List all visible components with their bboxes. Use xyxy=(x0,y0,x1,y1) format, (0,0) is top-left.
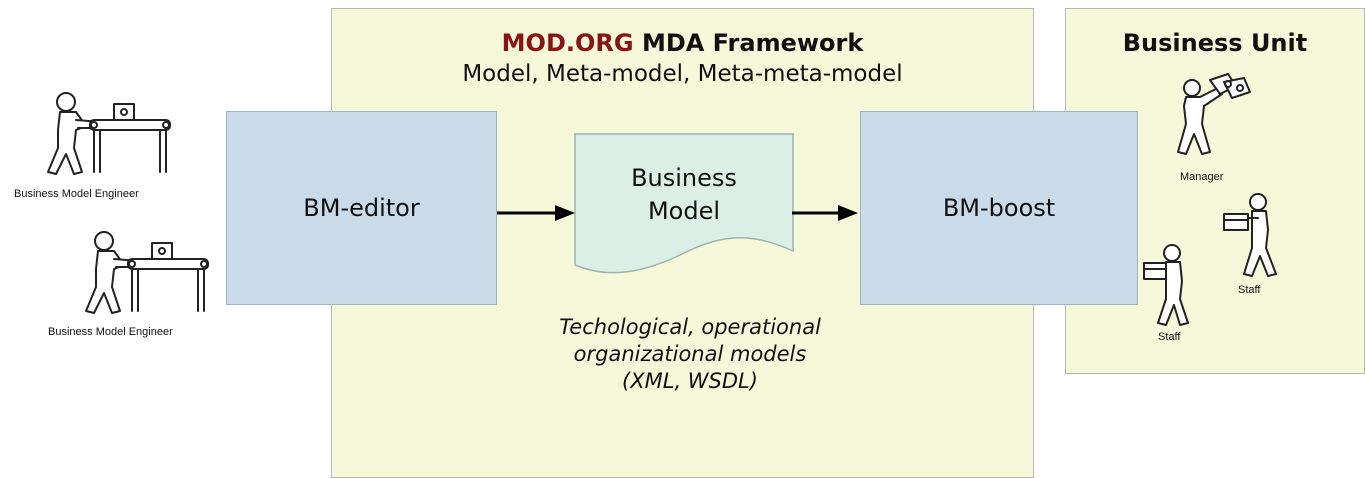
models-caption: Techological, operational organizational… xyxy=(500,314,880,395)
framework-subtitle: Model, Meta-model, Meta-meta-model xyxy=(462,61,903,87)
business-model-document xyxy=(574,133,794,274)
arrow-model-to-boost xyxy=(792,205,858,221)
manager-label: Manager xyxy=(1180,171,1224,183)
business-model-label-line1: Business xyxy=(631,164,737,192)
framework-title-org: MOD.ORG xyxy=(501,29,634,57)
engineer-icon xyxy=(85,231,209,314)
bm-editor-label: BM-editor xyxy=(303,194,420,222)
framework-title-text: MDA Framework xyxy=(641,29,864,57)
bm-editor-box: BM-editor xyxy=(226,111,497,305)
framework-title: MOD.ORG MDA Framework xyxy=(332,29,1033,57)
bm-boost-label: BM-boost xyxy=(942,194,1056,222)
staff2-label: Staff xyxy=(1158,331,1181,343)
caption-line3: (XML, WSDL) xyxy=(622,369,758,393)
engineer2-label: Business Model Engineer xyxy=(48,326,173,338)
caption-line2: organizational models xyxy=(573,342,807,366)
business-model-label-line2: Model xyxy=(647,197,721,225)
bm-boost-box: BM-boost xyxy=(860,111,1138,305)
business-model-label: Business Model xyxy=(574,162,794,228)
manager-icon xyxy=(1177,73,1251,155)
staff-icon xyxy=(1143,244,1189,326)
engineer-icon xyxy=(47,92,171,175)
staff1-label: Staff xyxy=(1238,284,1261,296)
engineer1-label: Business Model Engineer xyxy=(14,188,139,200)
staff-icon xyxy=(1223,193,1277,277)
business-unit-title: Business Unit xyxy=(1122,29,1308,57)
arrow-editor-to-model xyxy=(497,205,575,221)
caption-line1: Techological, operational xyxy=(559,315,821,339)
